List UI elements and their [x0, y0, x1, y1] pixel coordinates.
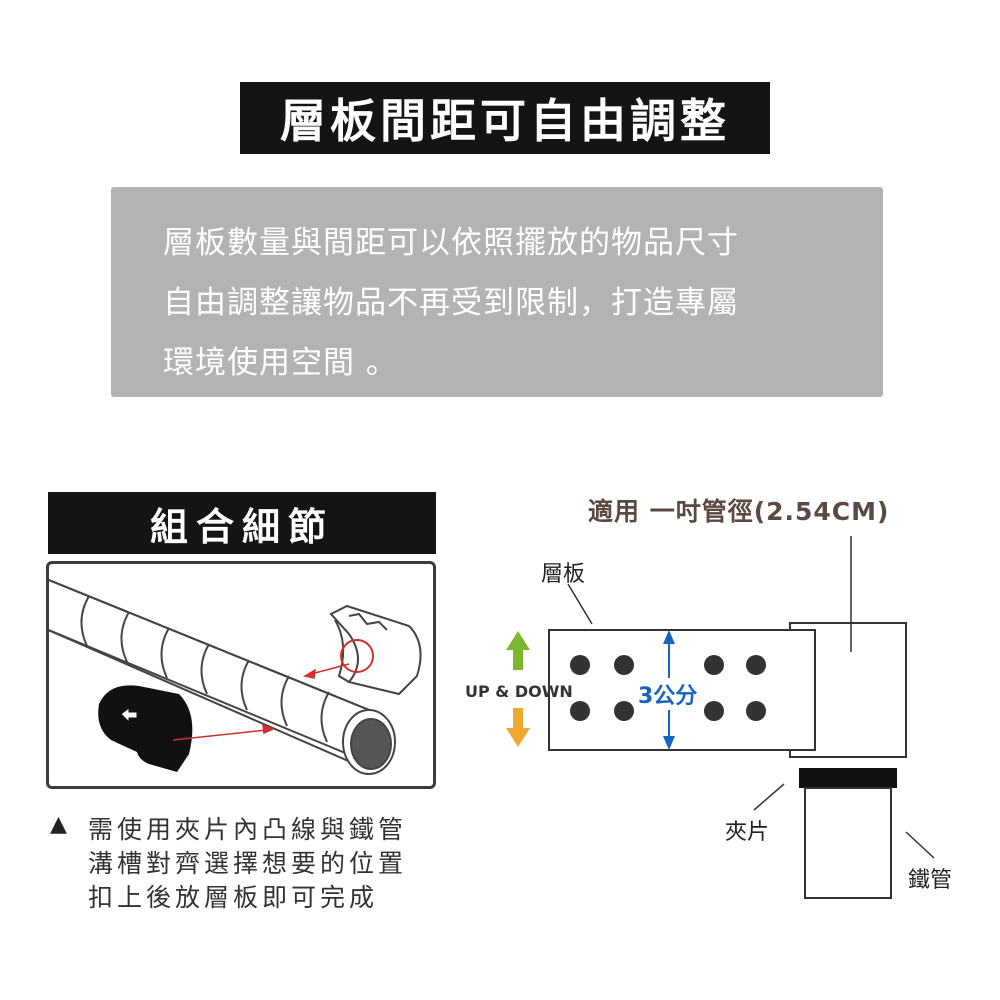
- triangle-marker-icon: ▲: [50, 812, 67, 837]
- leader-lines: [567, 536, 935, 859]
- tube-lower: [804, 787, 892, 899]
- up-down-label: UP & DOWN: [465, 682, 573, 701]
- clip-open: [329, 604, 422, 696]
- dimension-arrow-bottom: [663, 736, 675, 750]
- note-line: 扣上後放層板即可完成: [88, 883, 379, 912]
- assembly-detail-illustration: [46, 561, 436, 789]
- description-line: 自由調整讓物品不再受到限制，打造專屬: [163, 285, 739, 321]
- section-title: 組合細節: [48, 492, 436, 554]
- description-box: 層板數量與間距可以依照擺放的物品尺寸 自由調整讓物品不再受到限制，打造專屬 環境…: [111, 187, 883, 397]
- clip-band: [799, 768, 897, 788]
- description-line: 環境使用空間 。: [163, 345, 398, 381]
- shelf-label: 層板: [541, 562, 586, 587]
- page-title: 層板間距可自由調整: [240, 82, 770, 154]
- shelf-holes: [570, 655, 766, 721]
- up-arrow-icon: [506, 631, 530, 670]
- grooved-pipe: [49, 578, 396, 775]
- gap-label: 3公分: [636, 678, 700, 710]
- note-line: 需使用夾片內凸線與鐵管: [88, 815, 408, 844]
- pipe-clip-drawing: [49, 578, 422, 775]
- clip-label: 夾片: [725, 820, 770, 845]
- down-arrow-icon: [506, 708, 530, 747]
- clip-black: [98, 685, 193, 772]
- note-line: 溝槽對齊選擇想要的位置: [88, 849, 408, 878]
- red-pointer-arrows: [172, 663, 350, 741]
- description-line: 層板數量與間距可以依照擺放的物品尺寸: [163, 225, 739, 261]
- pipe-size-label: 適用 一吋管徑(2.54CM): [588, 497, 890, 526]
- tube-label: 鐵管: [908, 868, 953, 893]
- dimension-arrow-top: [663, 630, 675, 644]
